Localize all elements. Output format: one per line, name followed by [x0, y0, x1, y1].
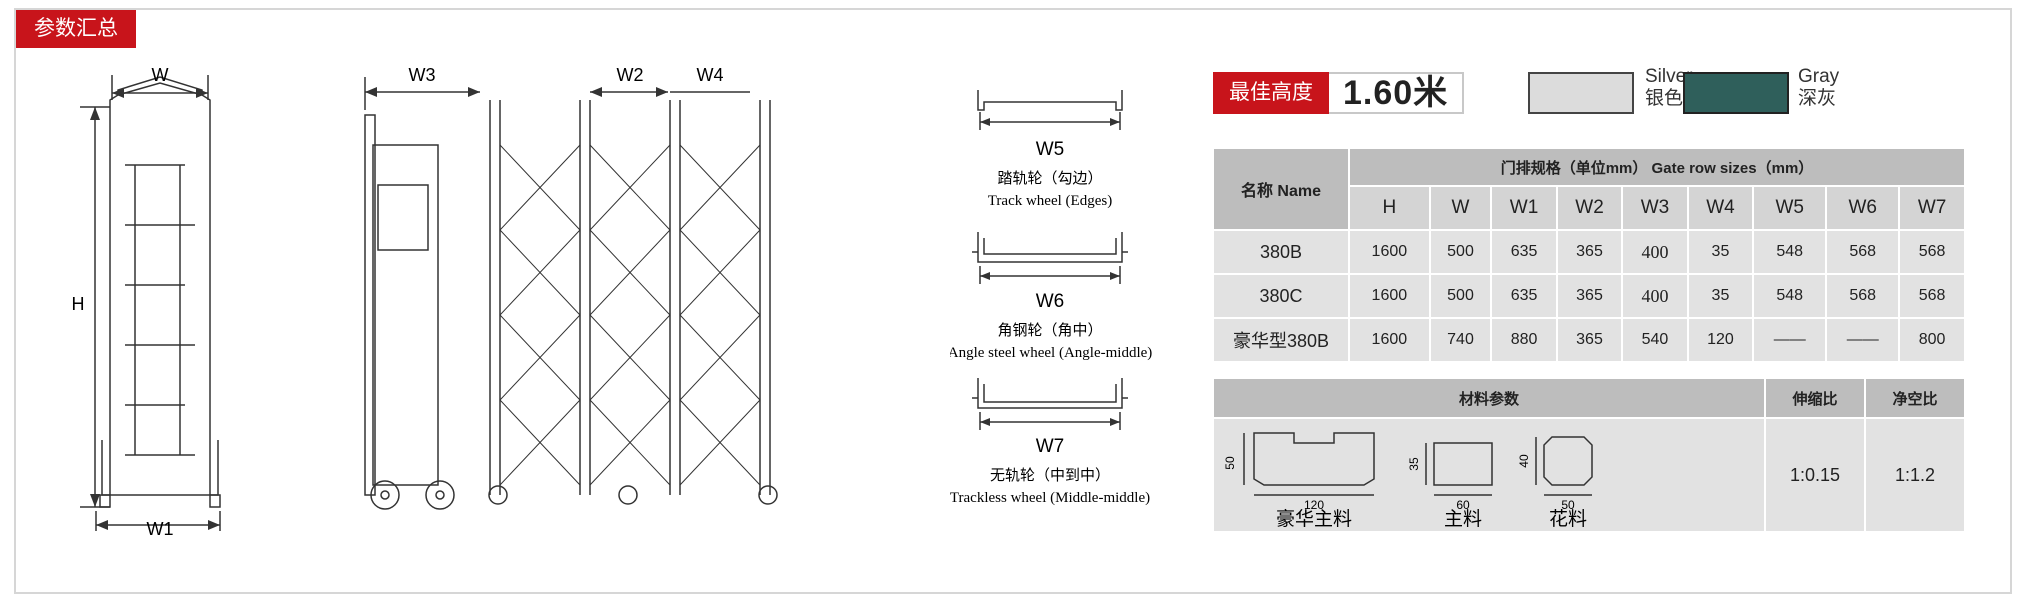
table-cell: 365	[1555, 317, 1624, 363]
profile-dim-h: 40	[1517, 454, 1531, 468]
table-cell: 500	[1428, 273, 1493, 319]
table-cell: 548	[1752, 273, 1828, 319]
table-cell: 635	[1490, 229, 1558, 275]
color-swatch-silver	[1528, 72, 1634, 114]
profile-dim-h: 35	[1407, 457, 1421, 471]
wheel-zh-angle: 角钢轮（角中）	[997, 322, 1102, 339]
wheel-en-track: Track wheel (Edges)	[988, 193, 1112, 209]
table-cell: 880	[1490, 317, 1558, 363]
dim-label-w4: W4	[697, 65, 724, 85]
dim-label-w: W	[152, 65, 169, 85]
material-profiles-cell: 50 120 豪华主料 35 60 主料 40 50 花料	[1212, 417, 1766, 533]
profile-name: 豪华主料	[1276, 508, 1352, 530]
col-header: W5	[1752, 185, 1828, 231]
table-cell: ——	[1752, 317, 1828, 363]
wheel-dim-w7: W7	[1036, 436, 1065, 457]
table-cell: 365	[1555, 273, 1624, 319]
profile-main	[1433, 442, 1493, 486]
table-row: 380B 1600 500 635 365 400 35 548 568 568	[1212, 229, 1966, 275]
col-header: W6	[1825, 185, 1901, 231]
material-profiles: 50 120 豪华主料 35 60 主料 40 50 花料	[1223, 432, 1593, 530]
group-header: 门排规格（单位mm） Gate row sizes（mm）	[1348, 147, 1966, 187]
dim-label-w2: W2	[617, 65, 644, 85]
profile-dim-w: 120	[1304, 498, 1324, 512]
color-swatch-gray	[1683, 72, 1789, 114]
clear-header: 净空比	[1864, 377, 1966, 419]
table-cell: 568	[1898, 229, 1966, 275]
table-cell: 35	[1686, 273, 1755, 319]
front-post	[364, 114, 376, 496]
table-cell: 800	[1898, 317, 1966, 363]
col-header: H	[1348, 185, 1431, 231]
table-cell: 635	[1490, 273, 1558, 319]
page-frame	[14, 8, 2012, 594]
table-cell: 1600	[1348, 273, 1431, 319]
wheel-en-angle: Angle steel wheel (Angle-middle)	[950, 345, 1152, 361]
gate-drawing: W H W1 W3 W2 W4	[72, 65, 778, 539]
material-table: 材料参数 伸缩比 净空比 50 120 豪华主料	[1212, 377, 1966, 533]
table-cell: 35	[1686, 229, 1755, 275]
profile-name: 主料	[1444, 508, 1482, 530]
col-header: W4	[1686, 185, 1755, 231]
table-cell: 500	[1428, 229, 1493, 275]
profile-dim-h: 50	[1223, 456, 1237, 470]
wheel-zh-track: 踏轨轮（勾边）	[997, 170, 1102, 187]
dim-label-h: H	[72, 294, 85, 314]
table-cell: 568	[1825, 273, 1901, 319]
name-header: 名称 Name	[1212, 147, 1350, 231]
row-name: 豪华型380B	[1212, 317, 1350, 363]
dim-label-w1: W1	[147, 519, 174, 539]
profile-flower	[1543, 436, 1593, 486]
table-cell: 548	[1752, 229, 1828, 275]
wheel-en-trackless: Trackless wheel (Middle-middle)	[950, 490, 1150, 506]
table-cell: 540	[1621, 317, 1689, 363]
table-cell: 400	[1621, 273, 1689, 319]
table-cell: 1600	[1348, 317, 1431, 363]
table-cell: 400	[1621, 229, 1689, 275]
col-header: W1	[1490, 185, 1558, 231]
profile-luxury-main	[1253, 432, 1375, 486]
best-height-box: 最佳高度 1.60米	[1213, 72, 1465, 114]
table-cell: 365	[1555, 229, 1624, 275]
table-cell: ——	[1825, 317, 1901, 363]
table-cell: 740	[1428, 317, 1493, 363]
table-cell: 1600	[1348, 229, 1431, 275]
ratio-header: 伸缩比	[1763, 377, 1867, 419]
profile-dim-w: 50	[1561, 498, 1575, 512]
table-row: 380C 1600 500 635 365 400 35 548 568 568	[1212, 273, 1966, 319]
table-cell: 568	[1825, 229, 1901, 275]
row-name: 380B	[1212, 229, 1350, 275]
col-header: W7	[1898, 185, 1966, 231]
side-view-body	[109, 76, 211, 496]
col-header: W2	[1555, 185, 1624, 231]
dim-label-w3: W3	[409, 65, 436, 85]
wheel-zh-trackless: 无轨轮（中到中）	[990, 467, 1110, 484]
section-title: 参数汇总	[16, 10, 136, 48]
material-header: 材料参数	[1212, 377, 1766, 419]
row-name: 380C	[1212, 273, 1350, 319]
spec-table: 名称 Name 门排规格（单位mm） Gate row sizes（mm） H …	[1212, 147, 1966, 363]
wheel-dim-w6: W6	[1036, 291, 1065, 312]
col-header: W	[1428, 185, 1493, 231]
ratio-value: 1:0.15	[1763, 417, 1867, 533]
best-height-value: 1.60米	[1329, 72, 1465, 114]
profile-dim-w: 60	[1456, 498, 1470, 512]
clear-value: 1:1.2	[1864, 417, 1966, 533]
wheel-diagrams: W5 踏轨轮（勾边） Track wheel (Edges) W6 角钢轮（角中…	[950, 90, 1152, 506]
table-cell: 568	[1898, 273, 1966, 319]
col-header: W3	[1621, 185, 1689, 231]
wheel-dim-w5: W5	[1036, 139, 1065, 160]
profile-name: 花料	[1549, 508, 1587, 530]
side-view-roof	[117, 82, 203, 96]
best-height-label: 最佳高度	[1213, 72, 1329, 114]
table-row: 豪华型380B 1600 740 880 365 540 120 —— —— 8…	[1212, 317, 1966, 363]
table-cell: 120	[1686, 317, 1755, 363]
front-frame	[372, 144, 439, 486]
